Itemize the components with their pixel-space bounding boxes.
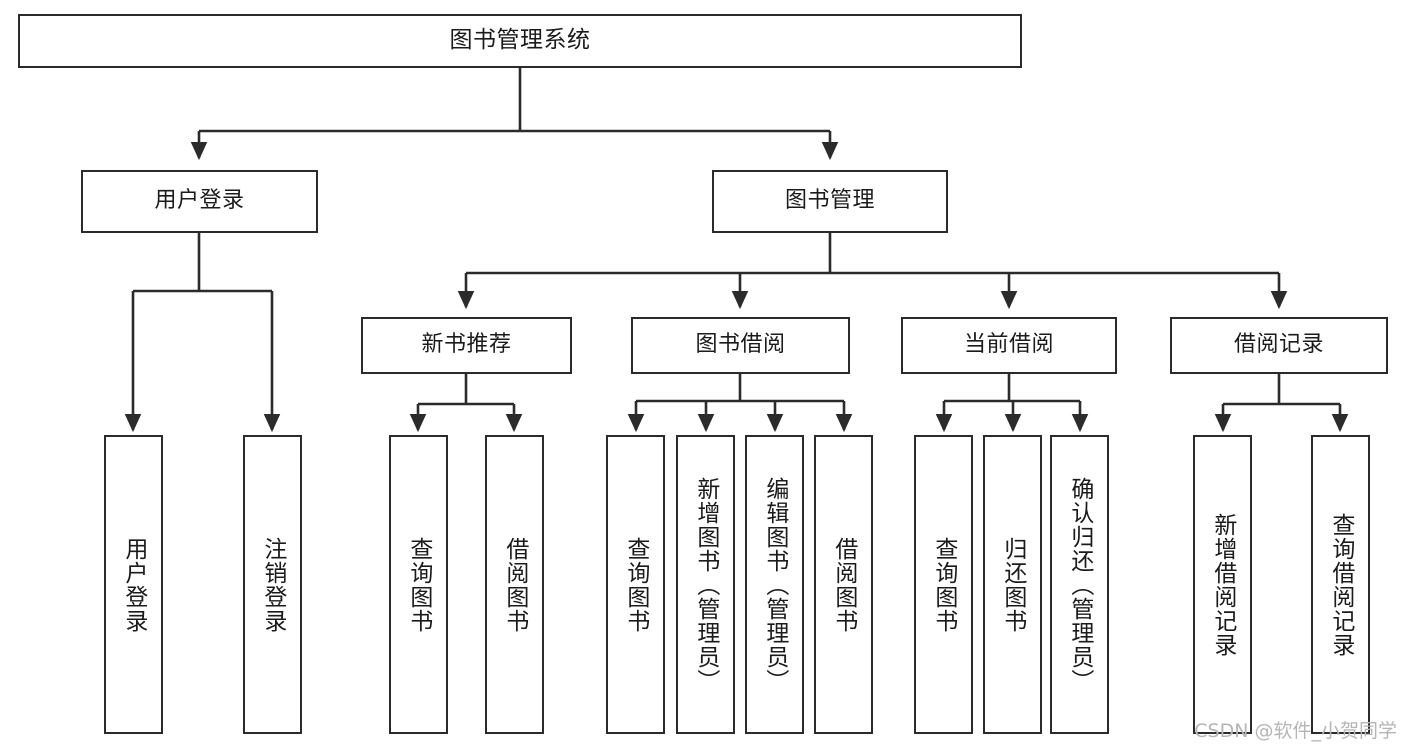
node-label: 新增图书（管理员） <box>692 476 719 693</box>
node-leaf-edit-book-admin[interactable]: 编辑图书（管理员） <box>745 435 804 734</box>
node-label: 当前借阅 <box>963 332 1054 358</box>
csdn-watermark: CSDN @软件_小贺同学 <box>1194 720 1397 742</box>
node-leaf-logout[interactable]: 注销登录 <box>243 435 302 734</box>
node-leaf-borrow-book[interactable]: 借阅图书 <box>814 435 873 734</box>
node-leaf-borrow-book-recommend[interactable]: 借阅图书 <box>485 435 544 734</box>
node-root-system[interactable]: 图书管理系统 <box>18 14 1022 68</box>
node-label: 新增借阅记录 <box>1209 512 1236 657</box>
node-label: 查询图书 <box>622 536 649 633</box>
node-label: 查询图书 <box>930 536 957 633</box>
node-label: 图书管理系统 <box>449 27 591 54</box>
node-label: 查询借阅记录 <box>1327 512 1354 657</box>
node-label: 借阅记录 <box>1233 332 1324 358</box>
node-label: 归还图书 <box>999 536 1026 633</box>
node-leaf-confirm-return-admin[interactable]: 确认归还（管理员） <box>1050 435 1109 734</box>
node-leaf-query-book-recommend[interactable]: 查询图书 <box>389 435 448 734</box>
node-borrow-record[interactable]: 借阅记录 <box>1170 317 1388 374</box>
node-leaf-return-book[interactable]: 归还图书 <box>983 435 1042 734</box>
node-label: 新书推荐 <box>421 332 512 358</box>
node-new-book-recommend[interactable]: 新书推荐 <box>361 317 572 374</box>
node-label: 用户登录 <box>120 536 147 633</box>
node-leaf-add-book-admin[interactable]: 新增图书（管理员） <box>676 435 735 734</box>
node-leaf-user-login[interactable]: 用户登录 <box>104 435 163 734</box>
node-label: 确认归还（管理员） <box>1066 476 1093 693</box>
node-label: 借阅图书 <box>830 536 857 633</box>
node-leaf-query-borrow-record[interactable]: 查询借阅记录 <box>1311 435 1370 734</box>
node-label: 编辑图书（管理员） <box>761 476 788 693</box>
node-label: 借阅图书 <box>501 536 528 633</box>
node-label: 查询图书 <box>405 536 432 633</box>
node-label: 图书管理 <box>784 188 875 214</box>
node-label: 图书借阅 <box>695 332 786 358</box>
node-label: 注销登录 <box>259 536 286 633</box>
node-leaf-add-borrow-record[interactable]: 新增借阅记录 <box>1193 435 1252 734</box>
node-leaf-query-book-borrow[interactable]: 查询图书 <box>606 435 665 734</box>
node-current-borrow[interactable]: 当前借阅 <box>901 317 1117 374</box>
node-user-login[interactable]: 用户登录 <box>81 170 318 233</box>
node-book-management[interactable]: 图书管理 <box>712 170 948 233</box>
node-book-borrow[interactable]: 图书借阅 <box>631 317 850 374</box>
node-leaf-query-book-current[interactable]: 查询图书 <box>914 435 973 734</box>
node-label: 用户登录 <box>154 188 245 214</box>
